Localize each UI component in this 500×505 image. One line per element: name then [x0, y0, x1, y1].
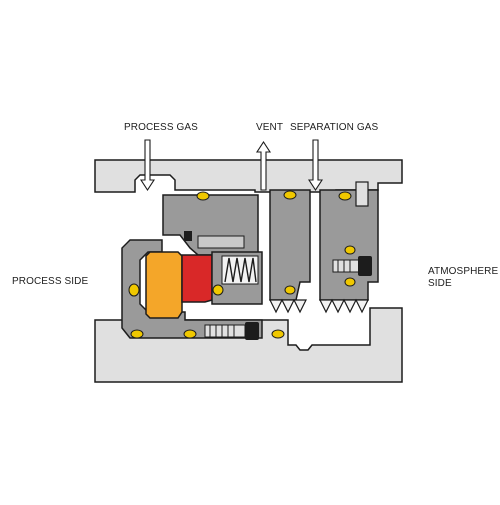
process-gas-label: PROCESS GAS — [124, 122, 198, 133]
spring — [224, 257, 257, 283]
labyrinth-teeth-outer — [319, 298, 369, 314]
inner-separation-ring — [269, 189, 311, 301]
o-ring — [183, 329, 197, 339]
o-ring — [128, 283, 140, 297]
o-ring — [212, 284, 224, 296]
lower-bolt-head — [245, 322, 259, 340]
o-ring — [271, 329, 285, 339]
right-bolt-thread — [337, 260, 351, 272]
o-ring — [344, 277, 356, 287]
o-ring — [130, 329, 144, 339]
lower-bolt-thread — [209, 325, 235, 337]
o-ring — [344, 245, 356, 255]
vent-label: VENT — [256, 122, 284, 133]
atmosphere-side-label-line1: ATMOSPHERE — [428, 266, 499, 277]
o-ring — [283, 190, 297, 200]
process-gas-arrow — [139, 139, 156, 192]
o-ring — [196, 191, 210, 201]
lower-bolt-shank — [204, 324, 246, 338]
right-bolt-shank — [332, 259, 360, 273]
o-ring — [338, 191, 352, 201]
o-ring — [284, 285, 296, 295]
separation-ring-slot — [355, 181, 369, 207]
process-side-label: PROCESS SIDE — [12, 276, 89, 287]
stationary-holder-inner — [197, 235, 245, 249]
vent-arrow — [255, 140, 272, 191]
atmosphere-side-label-line2: SIDE — [428, 278, 452, 289]
seal-housing-top — [94, 159, 403, 193]
stationary-face — [145, 251, 183, 319]
primary-ring — [181, 254, 213, 303]
separation-gas-label: SEPARATION GAS — [290, 122, 379, 133]
o-rings — [128, 190, 356, 339]
separation-gas-arrow — [307, 139, 324, 192]
anti-rotation-pin — [184, 231, 192, 241]
right-bolt-head — [358, 256, 372, 276]
labyrinth-teeth-inner — [269, 298, 307, 314]
